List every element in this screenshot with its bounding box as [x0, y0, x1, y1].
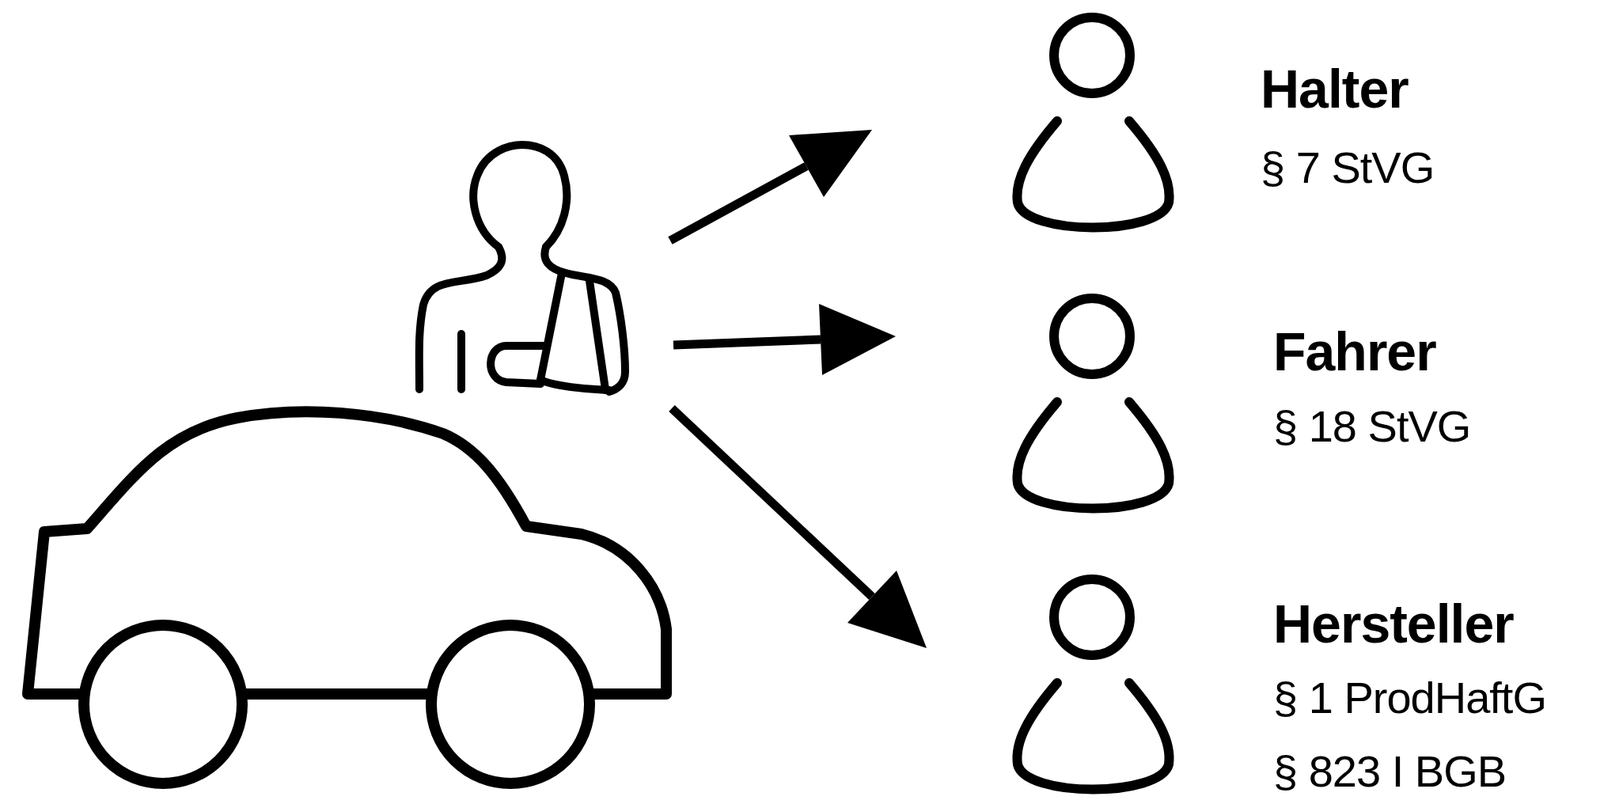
person-node: Halter § 7 StVG [1008, 4, 1594, 243]
law-reference: § 1 ProdHaftG [1273, 675, 1547, 721]
person-body [1016, 121, 1169, 228]
law-reference: § 823 I BGB [1273, 749, 1506, 794]
person-head [1054, 298, 1130, 375]
arrow-head [818, 303, 896, 376]
person-body [1016, 401, 1169, 509]
role-heading: Hersteller [1273, 596, 1514, 651]
person-icon [1008, 4, 1179, 243]
arrows [670, 129, 927, 649]
arrow-line [673, 339, 821, 346]
arrow-head [847, 570, 927, 649]
role-heading: Fahrer [1273, 324, 1437, 379]
arrow-line [670, 166, 807, 241]
arrow-line [671, 408, 873, 597]
injured-person [419, 144, 626, 392]
person-icon [1008, 285, 1179, 524]
arrow-head [788, 129, 873, 198]
law-reference: § 18 StVG [1273, 404, 1471, 449]
person-head [1054, 579, 1130, 656]
person-icon [1008, 566, 1179, 804]
person-node: Hersteller § 1 ProdHaftG § 823 I BGB [1008, 566, 1594, 804]
car-illustration [27, 411, 667, 784]
law-reference: § 7 StVG [1260, 145, 1434, 190]
person-node: Fahrer § 18 StVG [1008, 285, 1594, 524]
person-body [1016, 682, 1169, 790]
person-head [1054, 17, 1130, 94]
role-heading: Halter [1260, 61, 1409, 116]
